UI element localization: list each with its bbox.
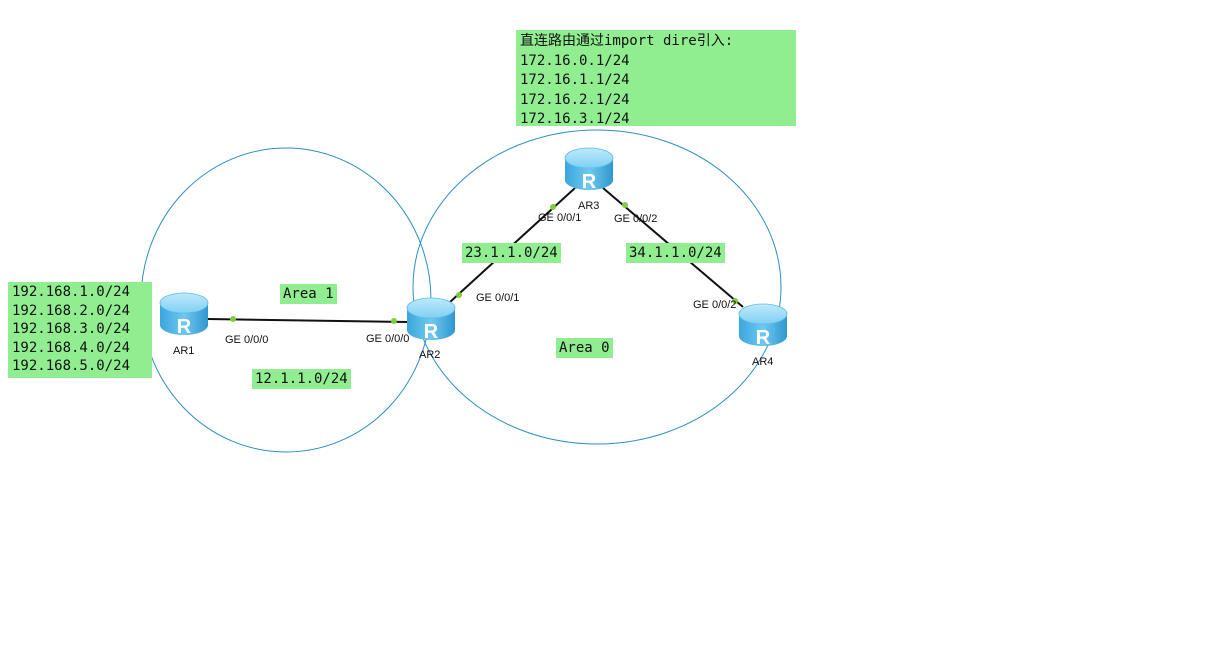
router-ar2[interactable]: R — [406, 297, 456, 343]
router-letter: R — [177, 316, 192, 338]
note-top-direct-routes: 直连路由通过import dire引入: 172.16.0.1/24 172.1… — [516, 30, 796, 127]
port-dot-ar1-g000 — [230, 316, 236, 322]
note-line: 172.16.3.1/24 — [520, 111, 630, 127]
port-dot-ar3-g001 — [550, 204, 556, 210]
note-line: 192.168.3.0/24 — [12, 321, 131, 337]
port-label-ar2-g000: GE 0/0/0 — [366, 333, 410, 345]
router-letter: R — [582, 171, 597, 193]
router-letter: R — [756, 327, 771, 349]
note-line: 172.16.0.1/24 — [520, 52, 630, 69]
network-label-34: 34.1.1.0/24 — [626, 243, 725, 263]
network-label-12: 12.1.1.0/24 — [252, 369, 351, 389]
note-line: 192.168.4.0/24 — [12, 339, 131, 356]
router-icon-top — [738, 303, 788, 325]
area-0-label: Area 0 — [556, 338, 613, 358]
port-dot-ar2-g001 — [456, 292, 462, 298]
area-0-circle — [412, 129, 782, 445]
note-line: 192.168.5.0/24 — [12, 358, 131, 374]
router-name-ar3: AR3 — [578, 200, 600, 212]
router-name-ar2: AR2 — [419, 349, 441, 361]
router-name-ar4: AR4 — [752, 356, 774, 368]
link-ar1-ar2[interactable] — [207, 318, 409, 323]
port-label-ar1-g000: GE 0/0/0 — [225, 334, 269, 346]
router-icon-top — [564, 147, 614, 169]
router-ar3[interactable]: R — [564, 147, 614, 193]
router-icon-top — [159, 292, 209, 314]
port-label-ar2-g001: GE 0/0/1 — [476, 292, 520, 304]
note-line: 直连路由通过import dire引入: — [520, 33, 734, 49]
router-name-ar1: AR1 — [173, 345, 195, 357]
port-label-ar3-g001: GE 0/0/1 — [538, 212, 582, 224]
port-label-ar3-g002: GE 0/0/2 — [614, 213, 658, 225]
port-label-ar4-g002: GE 0/0/2 — [693, 299, 737, 311]
router-ar1[interactable]: R — [159, 292, 209, 338]
port-dot-ar4-g002 — [732, 298, 738, 304]
area-1-label: Area 1 — [280, 284, 337, 304]
note-line: 172.16.2.1/24 — [520, 91, 630, 108]
note-line: 192.168.2.0/24 — [12, 302, 131, 319]
note-line: 172.16.1.1/24 — [520, 72, 630, 88]
port-dot-ar2-g000 — [391, 318, 397, 324]
router-icon-top — [406, 297, 456, 319]
port-dot-ar3-g002 — [622, 202, 628, 208]
router-ar4[interactable]: R — [738, 303, 788, 349]
router-letter: R — [424, 321, 439, 343]
note-left-networks: 192.168.1.0/24 192.168.2.0/24 192.168.3.… — [8, 282, 152, 378]
network-label-23: 23.1.1.0/24 — [462, 243, 561, 263]
note-line: 192.168.1.0/24 — [12, 284, 131, 300]
